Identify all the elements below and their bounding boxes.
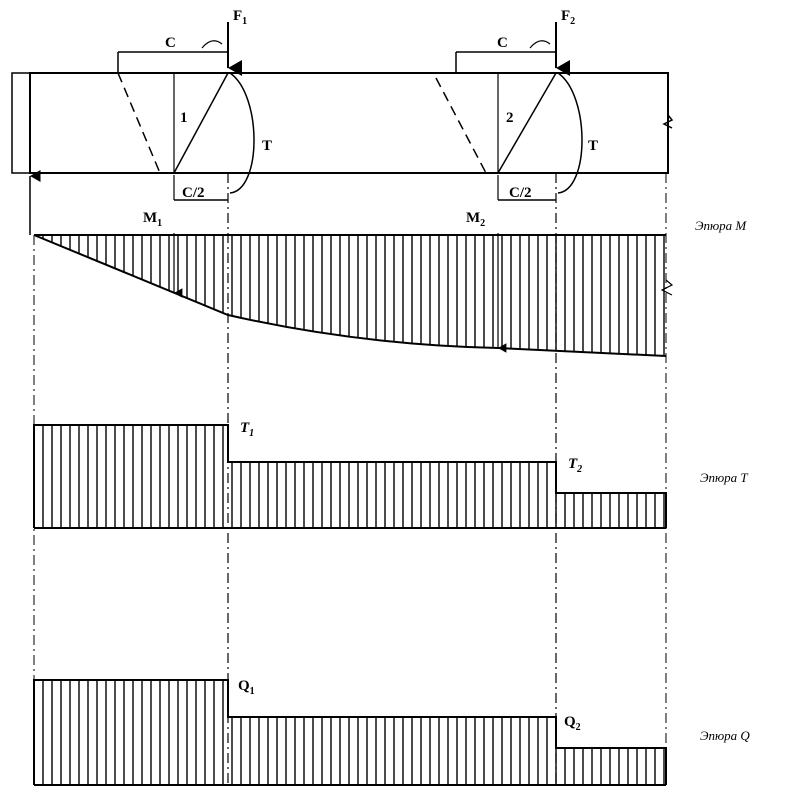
projection-c-1-curl — [201, 40, 223, 49]
shear-diagram-hatch — [42, 681, 665, 784]
crack-1-label: 1 — [180, 110, 188, 126]
beam-body — [29, 72, 669, 174]
moment-diagram-title: Эпюра M — [695, 218, 747, 233]
crack-2-inclined — [497, 72, 557, 174]
tension-diagram — [33, 424, 667, 529]
projection-lines — [33, 173, 667, 785]
force-2-label: F2 — [561, 8, 575, 27]
q1-label: Q1 — [238, 678, 255, 697]
break-mark — [662, 114, 674, 129]
shear-step-outline — [33, 679, 667, 785]
force-1-label: F1 — [233, 8, 247, 27]
moment-diagram-hatch — [42, 236, 665, 356]
projection-c-2-curl — [529, 40, 551, 49]
support-block — [11, 72, 31, 174]
tension-1-curve — [229, 72, 255, 194]
crack-2-dashed — [435, 77, 487, 174]
half-c-1-label: C/2 — [182, 185, 205, 201]
tension-1-label: T — [262, 138, 272, 154]
crack-2-label: 2 — [506, 110, 514, 126]
moment-2-label: M2 — [466, 210, 485, 229]
projection-c-1-label: C — [165, 35, 176, 51]
tension-step-outline — [33, 424, 667, 528]
tension-2-curve — [557, 72, 583, 194]
q2-label: Q2 — [564, 714, 581, 733]
labels: F1 F2 C C 1 2 T T C/2 C/2 M1 M2 T1 T2 Q1… — [143, 8, 750, 743]
moment-break-mark — [660, 279, 674, 296]
half-c-2-label: C/2 — [509, 185, 532, 201]
tension-diagram-title: Эпюра T — [700, 470, 748, 485]
moment-diagram — [33, 234, 674, 357]
moment-1-label: M1 — [143, 210, 162, 229]
tension-diagram-hatch — [42, 426, 665, 527]
crack-1-inclined — [173, 72, 229, 174]
t2-label: T2 — [568, 456, 582, 475]
t1-label: T1 — [240, 420, 254, 439]
moment-curve — [33, 234, 667, 357]
beam — [11, 72, 674, 235]
tension-2-label: T — [588, 138, 598, 154]
projection-c-2-label: C — [497, 35, 508, 51]
shear-diagram — [33, 679, 667, 786]
crack-1-dashed — [117, 72, 161, 174]
crack-zone-1 — [117, 22, 255, 298]
crack-zone-2 — [435, 22, 583, 353]
shear-diagram-title: Эпюра Q — [700, 728, 750, 743]
